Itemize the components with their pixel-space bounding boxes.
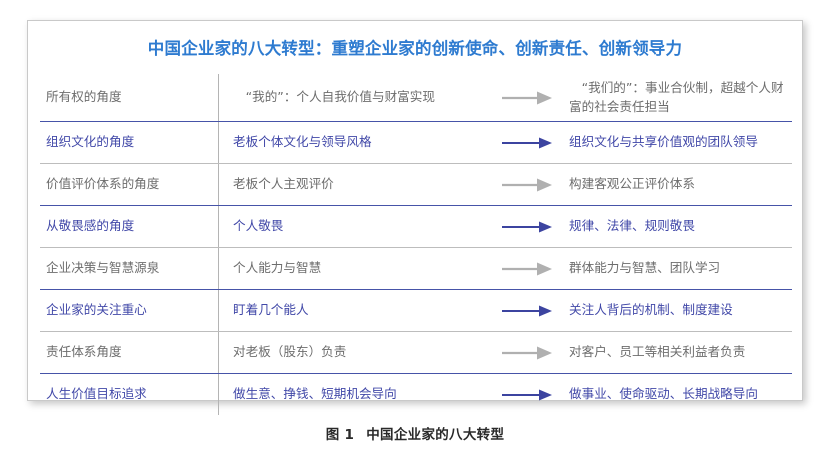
transition-arrow-cell [495, 346, 559, 360]
before-state-text: 做生意、挣钱、短期机会导向 [233, 386, 397, 402]
table-row: 企业家的关注重心 盯着几个能人 关注人背后的机制、制度建设 [40, 289, 792, 331]
column-divider [218, 74, 219, 121]
dimension-label: 责任体系角度 [46, 344, 122, 360]
after-state-text: 对客户、员工等相关利益者负责 [569, 344, 746, 360]
table-row: 责任体系角度 对老板（股东）负责 对客户、员工等相关利益者负责 [40, 331, 792, 373]
after-state-text: “我们的”：事业合伙制，超越个人财富的社会责任担当 [569, 80, 784, 114]
transition-arrow-cell [495, 178, 559, 192]
caption-label: 图 1 [325, 427, 355, 443]
right-arrow-icon [502, 346, 552, 359]
transformation-matrix-panel: 中国企业家的八大转型：重塑企业家的创新使命、创新责任、创新领导力 所有权的角度 … [27, 20, 803, 415]
before-state-text: 个人能力与智慧 [233, 260, 322, 276]
column-divider [218, 122, 219, 163]
table-row: 从敬畏感的角度 个人敬畏 规律、法律、规则敬畏 [40, 205, 792, 247]
transition-arrow-cell [495, 220, 559, 234]
table-row: 人生价值目标追求 做生意、挣钱、短期机会导向 做事业、使命驱动、长期战略导向 [40, 373, 792, 415]
after-state-text: 规律、法律、规则敬畏 [569, 218, 695, 234]
after-state-text: 组织文化与共享价值观的团队领导 [569, 134, 758, 150]
transition-arrow-cell [495, 91, 559, 105]
table-row: 企业决策与智慧源泉 个人能力与智慧 群体能力与智慧、团队学习 [40, 247, 792, 289]
right-arrow-icon [502, 137, 552, 148]
figure-caption: 图 1 中国企业家的八大转型 [0, 423, 830, 443]
dimension-label: 人生价值目标追求 [46, 386, 147, 402]
transition-arrow-cell [495, 388, 559, 402]
table-row: 价值评价体系的角度 老板个人主观评价 构建客观公正评价体系 [40, 163, 792, 205]
after-state-text: 做事业、使命驱动、长期战略导向 [569, 386, 758, 402]
dimension-label: 从敬畏感的角度 [46, 218, 135, 234]
after-state-text: 群体能力与智慧、团队学习 [569, 260, 721, 276]
column-divider [218, 248, 219, 289]
transition-arrow-cell [495, 262, 559, 276]
column-divider [218, 290, 219, 331]
transition-arrow-cell [495, 136, 559, 150]
right-arrow-icon [502, 91, 552, 104]
table-row: 组织文化的角度 老板个体文化与领导风格 组织文化与共享价值观的团队领导 [40, 121, 792, 163]
after-state-text: 关注人背后的机制、制度建设 [569, 302, 733, 318]
after-state-text: 构建客观公正评价体系 [569, 176, 695, 192]
table-row: 所有权的角度 “我的”：个人自我价值与财富实现 “我们的”：事业合伙制，超越个人… [40, 74, 792, 121]
dimension-label: 所有权的角度 [46, 89, 122, 105]
right-arrow-icon [502, 389, 552, 400]
before-state-text: 盯着几个能人 [233, 302, 309, 318]
column-divider [218, 206, 219, 247]
column-divider [218, 374, 219, 415]
dimension-label: 价值评价体系的角度 [46, 176, 160, 192]
dimension-label: 企业家的关注重心 [46, 302, 147, 318]
transition-arrow-cell [495, 304, 559, 318]
column-divider [218, 164, 219, 205]
caption-text: 中国企业家的八大转型 [366, 427, 505, 443]
right-arrow-icon [502, 305, 552, 316]
before-state-text: “我的”：个人自我价值与财富实现 [233, 89, 435, 105]
column-divider [218, 332, 219, 373]
right-arrow-icon [502, 221, 552, 232]
before-state-text: 对老板（股东）负责 [233, 344, 347, 360]
dimension-label: 企业决策与智慧源泉 [46, 260, 160, 276]
right-arrow-icon [502, 262, 552, 275]
before-state-text: 个人敬畏 [233, 218, 284, 234]
dimension-label: 组织文化的角度 [46, 134, 135, 150]
transformation-rows: 所有权的角度 “我的”：个人自我价值与财富实现 “我们的”：事业合伙制，超越个人… [40, 74, 792, 415]
before-state-text: 老板个人主观评价 [233, 176, 334, 192]
before-state-text: 老板个体文化与领导风格 [233, 134, 372, 150]
right-arrow-icon [502, 178, 552, 191]
panel-title: 中国企业家的八大转型：重塑企业家的创新使命、创新责任、创新领导力 [147, 39, 683, 58]
